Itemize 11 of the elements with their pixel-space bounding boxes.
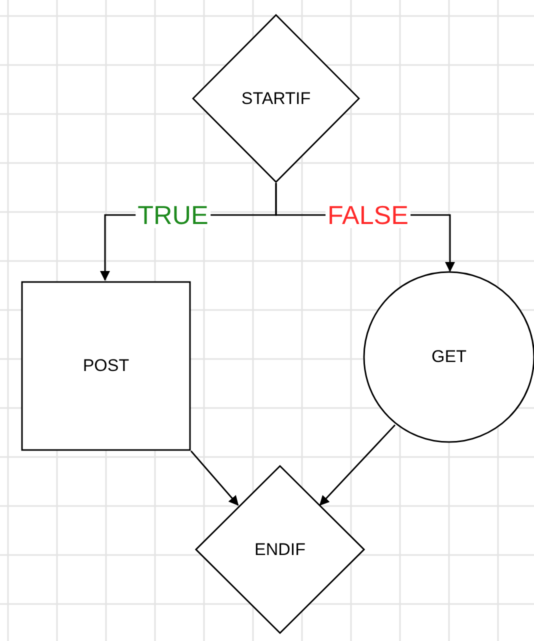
decision-diamond bbox=[192, 14, 360, 183]
node-label: STARTIF bbox=[241, 88, 311, 108]
process-box bbox=[21, 281, 191, 451]
node-label: POST bbox=[82, 356, 130, 376]
edge-label: FALSE bbox=[326, 202, 410, 228]
decision-diamond bbox=[195, 465, 365, 634]
arrow bbox=[319, 424, 396, 506]
node-label: GET bbox=[432, 347, 466, 367]
edge-label: TRUE bbox=[136, 202, 210, 228]
arrow bbox=[190, 450, 239, 506]
node-label: ENDIF bbox=[254, 540, 306, 560]
